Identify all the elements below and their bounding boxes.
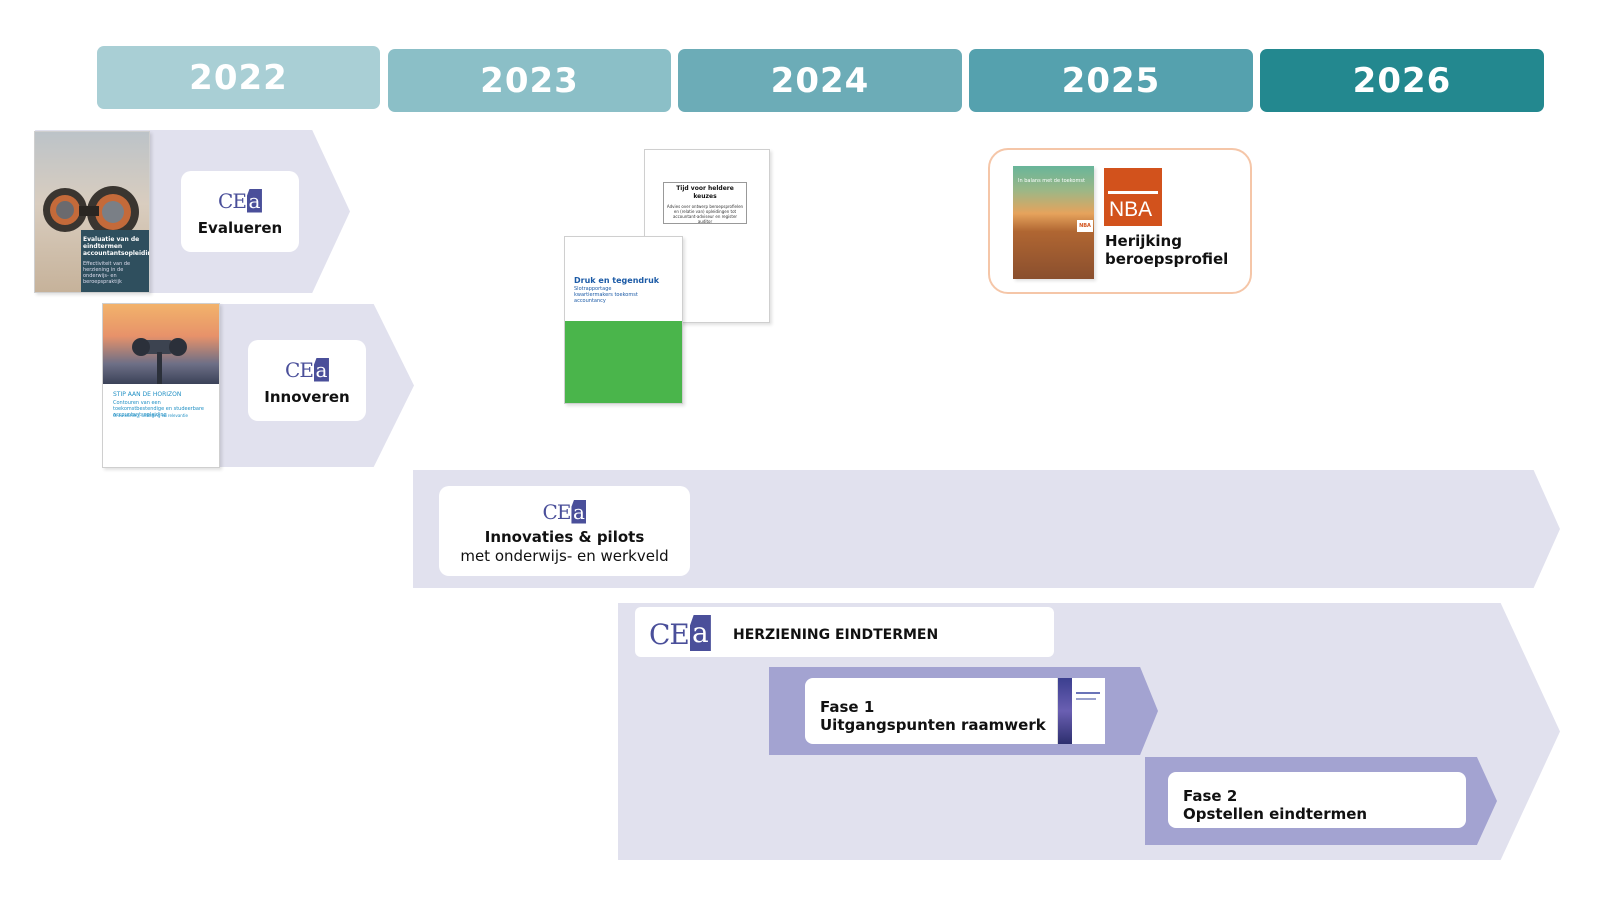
heldere-keuzes-title-box: Tijd voor heldere keuzes Advies over ont… (663, 182, 747, 224)
binoculars-icon (39, 180, 147, 250)
druk-subtitle: Slotrapportage kwartiermakers toekomst a… (574, 286, 638, 304)
innoveren-label: Innoveren (264, 387, 350, 406)
druk-title: Druk en tegendruk (574, 276, 660, 285)
year-header-2023: 2023 (388, 49, 671, 112)
nba-logo-bar (1108, 191, 1158, 194)
year-header-2024: 2024 (678, 49, 962, 112)
fase2-line2: Opstellen eindtermen (1183, 805, 1368, 823)
nba-cover-brand: NBA (1077, 220, 1093, 232)
fase1-thumbnail-line (1076, 692, 1100, 694)
fase1-card: Fase 1 Uitgangspunten raamwerk (805, 678, 1105, 744)
innoveren-cover-title: Contouren van een toekomstbestendige en … (113, 400, 204, 418)
nba-logo-text: NBA (1109, 198, 1153, 221)
innoveren-cover-heading: STIP AAN DE HORIZON (113, 391, 182, 398)
year-label: 2024 (770, 60, 870, 101)
fase1-report-thumbnail (1057, 678, 1105, 744)
nba-logo: NBA (1104, 168, 1162, 226)
fase1-line2: Uitgangspunten raamwerk (820, 716, 1046, 734)
innovaties-title: Innovaties & pilots (484, 527, 645, 546)
evalueren-cover-title: Evaluatie van de eindtermen accountantso… (83, 236, 150, 257)
innovaties-subtitle: met onderwijs- en werkveld (460, 546, 669, 565)
fase1-thumbnail-stripe (1058, 678, 1072, 744)
evalueren-label: Evalueren (197, 218, 283, 237)
year-label: 2022 (189, 57, 288, 98)
herijking-label-line2: beroepsprofiel (1105, 250, 1229, 268)
druk-green-block (565, 321, 682, 403)
fase2-line1: Fase 2 (1183, 787, 1238, 805)
telescope-icon (132, 338, 187, 384)
evalueren-cover-subtitle: Effectiviteit van de herziening in de on… (83, 261, 131, 285)
year-header-2026: 2026 (1260, 49, 1544, 112)
year-label: 2023 (480, 60, 579, 101)
year-label: 2025 (1061, 60, 1161, 101)
fase1-line1: Fase 1 (820, 698, 875, 716)
heldere-keuzes-title: Tijd voor heldere keuzes (676, 185, 734, 200)
evalueren-cover-band (81, 230, 149, 292)
innoveren-report-cover: STIP AAN DE HORIZON Contouren van een to… (102, 303, 220, 468)
druk-report-cover: Druk en tegendruk Slotrapportage kwartie… (564, 236, 683, 404)
herijking-label-line1: Herijking (1105, 232, 1182, 250)
nba-cover-title: In balans met de toekomst (1018, 178, 1085, 184)
year-header-2022: 2022 (97, 46, 380, 109)
herziening-title: HERZIENING EINDTERMEN (733, 627, 939, 643)
fase2-card: Fase 2 Opstellen eindtermen (1168, 772, 1466, 828)
year-label: 2026 (1352, 60, 1452, 101)
innoveren-cover-subtitle: Ontwikkeling, uitdaging en relevantie (113, 413, 188, 418)
horizon-photo (103, 304, 219, 384)
evalueren-report-cover: Evaluatie van de eindtermen accountantso… (34, 131, 150, 293)
nba-report-cover: In balans met de toekomst NBA (1013, 166, 1094, 279)
year-header-2025: 2025 (969, 49, 1253, 112)
heldere-keuzes-subtitle: Advies over ontwerp beroepsprofielen en … (666, 204, 744, 224)
fase1-thumbnail-line (1076, 698, 1096, 700)
